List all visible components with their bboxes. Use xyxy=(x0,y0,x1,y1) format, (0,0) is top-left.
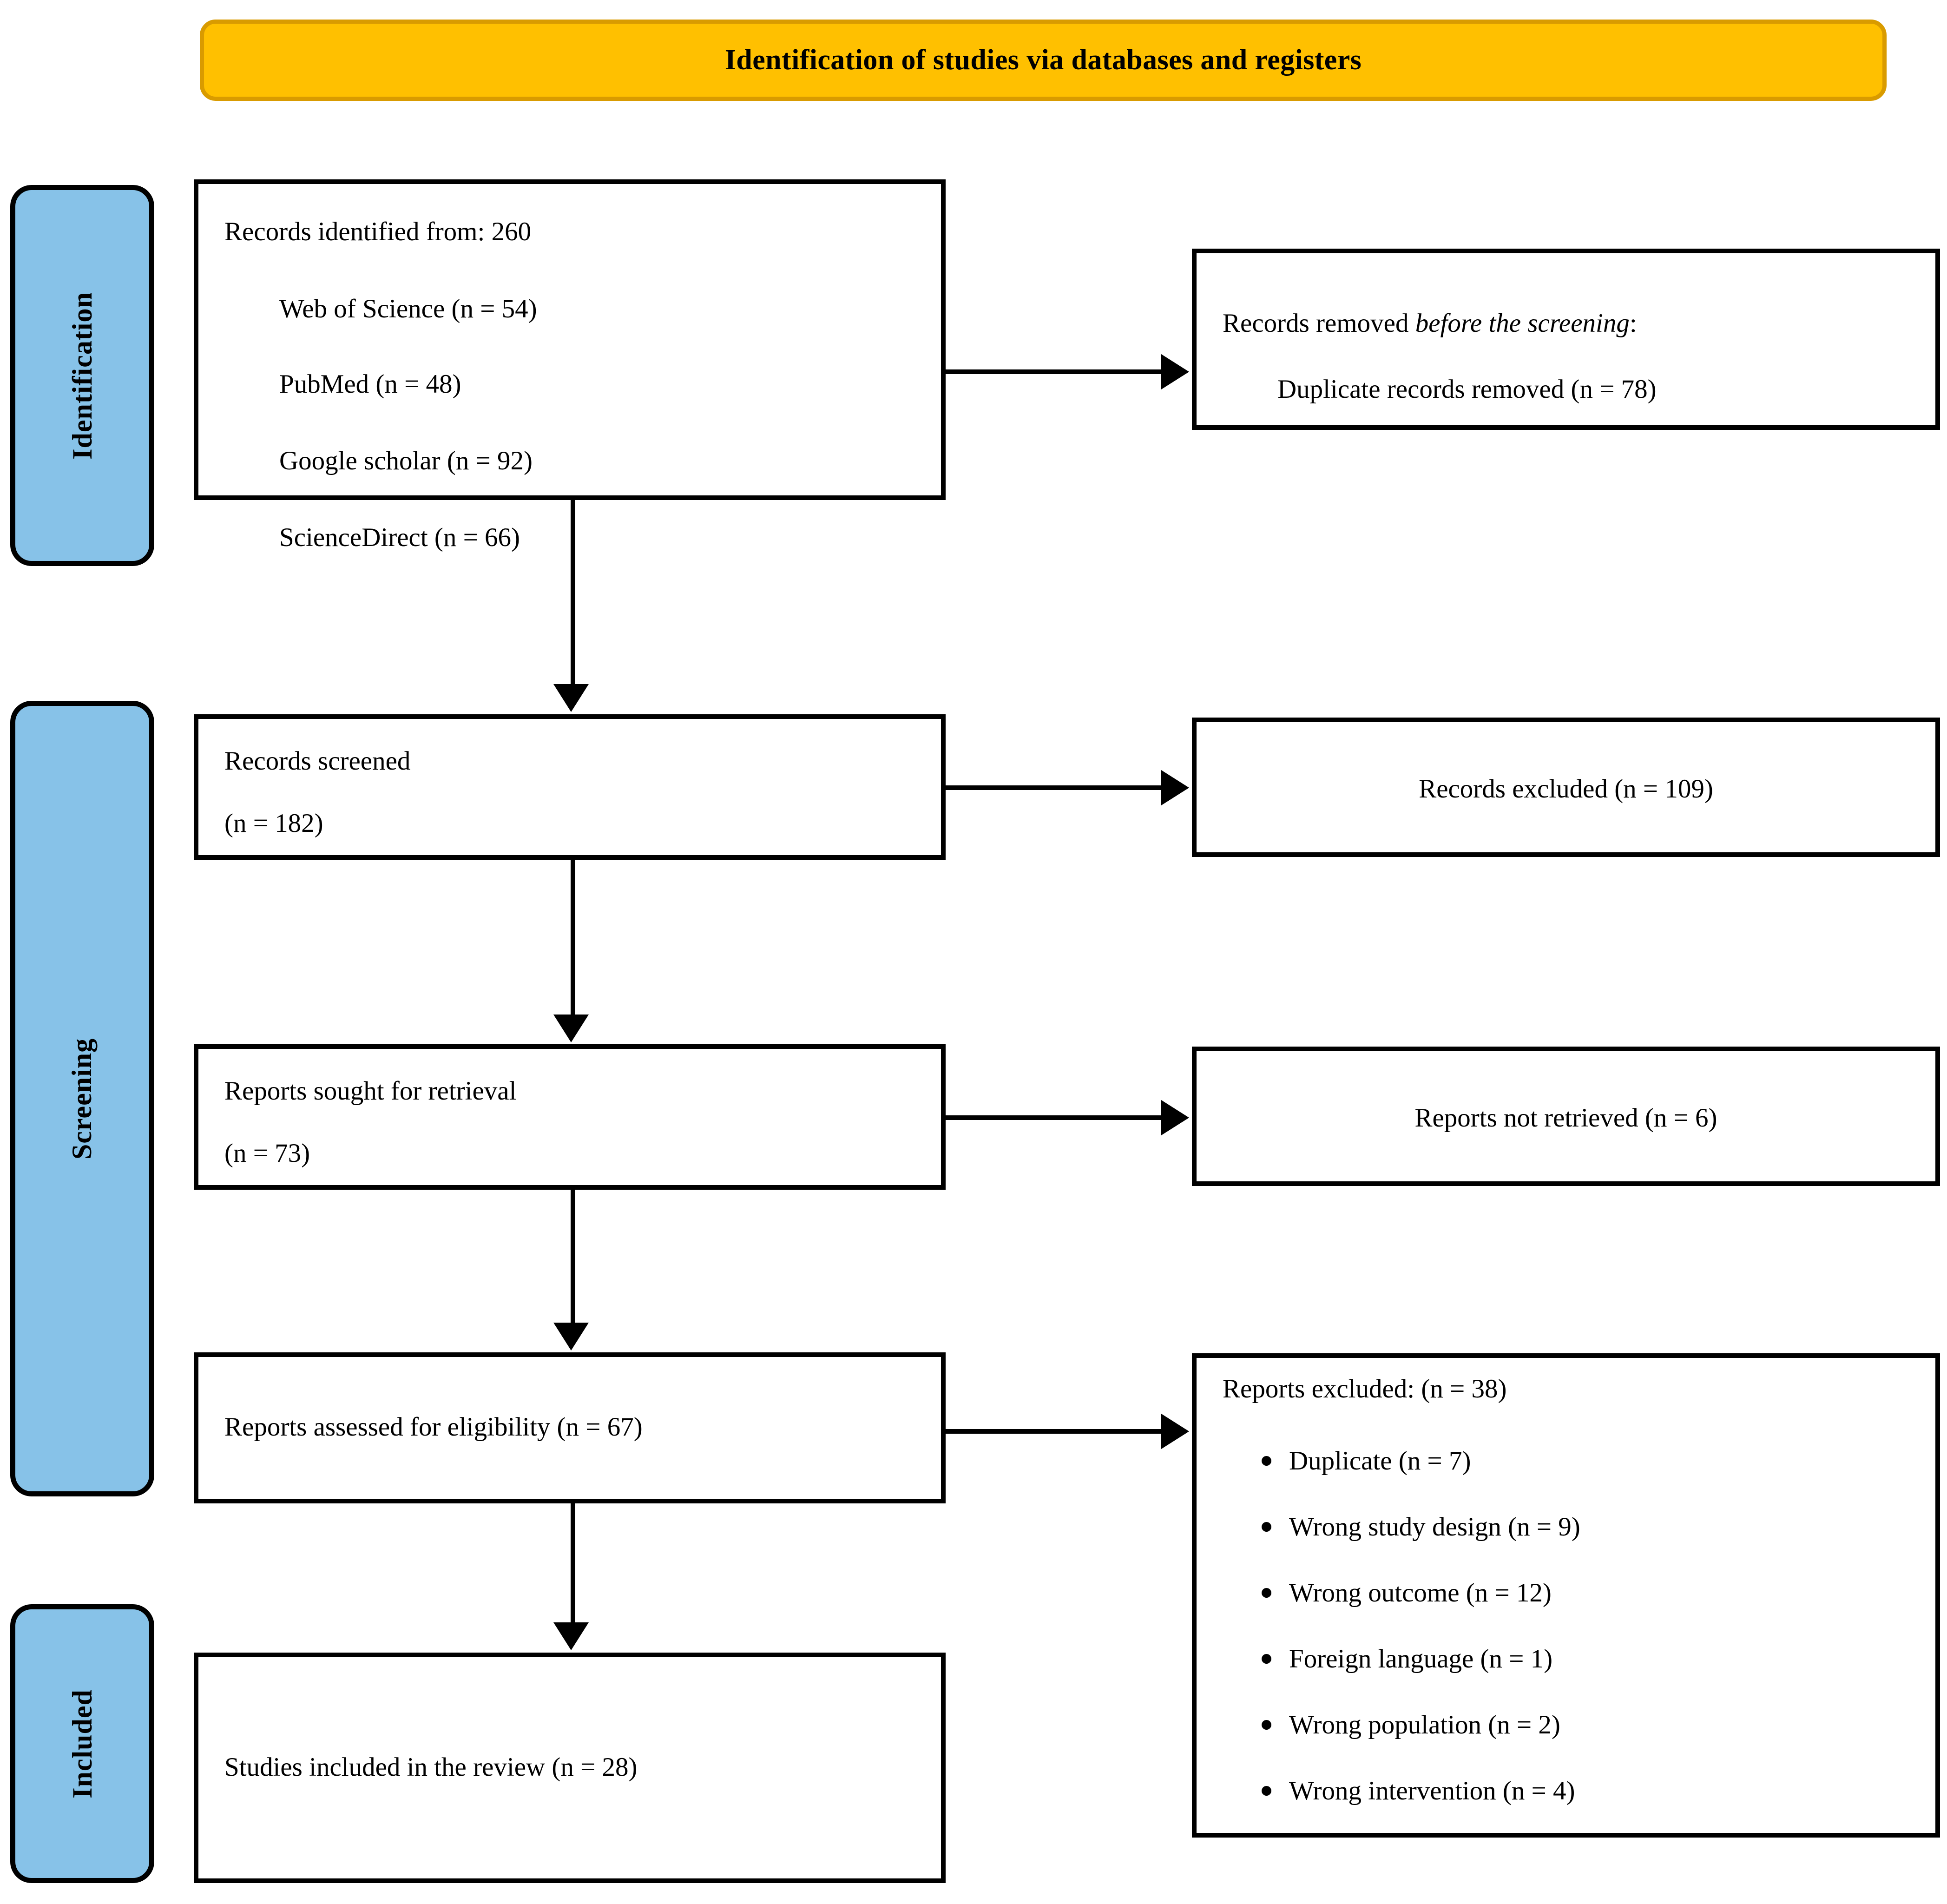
exclusion-reason-label: Wrong outcome (n = 12) xyxy=(1289,1578,1552,1608)
box-reports-excluded-reasons: Reports excluded: (n = 38) Duplicate (n … xyxy=(1192,1353,1940,1838)
reports-sought-label: Reports sought for retrieval xyxy=(224,1076,517,1106)
connector-assessed-to-included xyxy=(571,1503,575,1624)
list-item: Foreign language (n = 1) xyxy=(1262,1626,1580,1692)
reports-sought-count: (n = 73) xyxy=(224,1139,310,1168)
exclusion-reason-label: Wrong population (n = 2) xyxy=(1289,1710,1560,1739)
stage-label-included: Included xyxy=(10,1604,154,1883)
diagram-header-banner: Identification of studies via databases … xyxy=(200,20,1887,101)
bullet-icon xyxy=(1262,1654,1271,1664)
bullet-icon xyxy=(1262,1720,1271,1730)
reports-not-retrieved-label: Reports not retrieved (n = 6) xyxy=(1414,1103,1717,1133)
connector-screened-to-sought xyxy=(571,860,575,1016)
duplicate-records-removed: Duplicate records removed (n = 78) xyxy=(1277,375,1657,404)
connector-identified-to-screened xyxy=(571,500,575,686)
records-removed-trail: : xyxy=(1629,309,1637,338)
arrow-right-icon xyxy=(1161,1100,1189,1135)
records-removed-lead: Records removed xyxy=(1223,309,1415,338)
arrow-down-icon xyxy=(553,1323,589,1351)
records-screened-count: (n = 182) xyxy=(224,809,323,838)
connector-identified-to-removed xyxy=(946,369,1164,374)
exclusion-reason-label: Foreign language (n = 1) xyxy=(1289,1644,1553,1673)
list-item: Duplicate (n = 7) xyxy=(1262,1428,1580,1494)
bullet-icon xyxy=(1262,1456,1271,1466)
box-records-identified: Records identified from: 260 Web of Scie… xyxy=(194,179,946,551)
list-item: Wrong outcome (n = 12) xyxy=(1262,1560,1580,1626)
stage-label-screening-text: Screening xyxy=(66,1038,98,1160)
list-item: Wrong population (n = 2) xyxy=(1262,1692,1580,1758)
stage-label-included-text: Included xyxy=(66,1689,98,1799)
box-studies-included: Studies included in the review (n = 28) xyxy=(194,1653,946,1883)
page-title: Identification of studies via databases … xyxy=(724,44,1362,76)
arrow-right-icon xyxy=(1161,1414,1189,1449)
source-sciencedirect: ScienceDirect (n = 66) xyxy=(279,523,520,552)
box-records-excluded: Records excluded (n = 109) xyxy=(1192,718,1940,857)
exclusion-reason-label: Wrong study design (n = 9) xyxy=(1289,1512,1580,1542)
exclusion-reason-label: Wrong intervention (n = 4) xyxy=(1289,1776,1575,1805)
box-reports-not-retrieved: Reports not retrieved (n = 6) xyxy=(1192,1047,1940,1186)
records-removed-emphasis: before the screening xyxy=(1415,309,1630,338)
arrow-down-icon xyxy=(553,1015,589,1042)
arrow-right-icon xyxy=(1161,770,1189,805)
stage-label-identification: Identification xyxy=(10,185,154,566)
arrow-right-icon xyxy=(1161,354,1189,389)
box-reports-assessed: Reports assessed for eligibility (n = 67… xyxy=(194,1352,946,1503)
box-reports-sought: Reports sought for retrieval (n = 73) xyxy=(194,1044,946,1190)
records-excluded-label: Records excluded (n = 109) xyxy=(1419,774,1713,804)
reports-assessed-label: Reports assessed for eligibility (n = 67… xyxy=(224,1412,643,1442)
studies-included-label: Studies included in the review (n = 28) xyxy=(224,1752,638,1782)
source-google-scholar: Google scholar (n = 92) xyxy=(279,446,533,475)
arrow-down-icon xyxy=(553,1622,589,1650)
exclusion-reason-list: Duplicate (n = 7) Wrong study design (n … xyxy=(1262,1428,1580,1824)
box-records-screened: Records screened (n = 182) xyxy=(194,714,946,860)
box-records-removed: Records removed before the screening: Du… xyxy=(1192,249,1940,430)
stage-label-screening: Screening xyxy=(10,701,154,1496)
source-pubmed: PubMed (n = 48) xyxy=(279,369,461,399)
reports-excluded-heading: Reports excluded: (n = 38) xyxy=(1223,1374,1507,1403)
stage-label-identification-text: Identification xyxy=(66,291,98,460)
connector-assessed-to-reports-excluded xyxy=(946,1429,1164,1434)
connector-sought-to-not-retrieved xyxy=(946,1115,1164,1120)
connector-sought-to-assessed xyxy=(571,1190,575,1324)
bullet-icon xyxy=(1262,1522,1271,1532)
list-item: Wrong study design (n = 9) xyxy=(1262,1494,1580,1560)
records-screened-label: Records screened xyxy=(224,746,411,776)
bullet-icon xyxy=(1262,1785,1271,1796)
list-item: Wrong intervention (n = 4) xyxy=(1262,1758,1580,1824)
source-web-of-science: Web of Science (n = 54) xyxy=(279,294,537,323)
bullet-icon xyxy=(1262,1588,1271,1598)
records-identified-heading: Records identified from: 260 xyxy=(224,217,532,246)
exclusion-reason-label: Duplicate (n = 7) xyxy=(1289,1446,1471,1476)
arrow-down-icon xyxy=(553,684,589,712)
connector-screened-to-excluded xyxy=(946,785,1164,790)
records-removed-heading: Records removed before the screening: xyxy=(1223,310,1921,336)
